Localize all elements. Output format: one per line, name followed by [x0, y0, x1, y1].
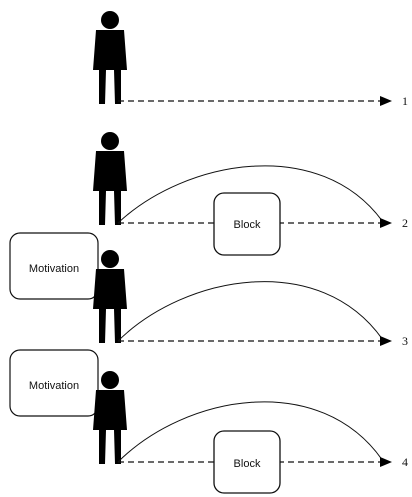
- person-icon: [93, 132, 127, 225]
- row-number: 4: [402, 455, 408, 469]
- block-label: Block: [234, 219, 261, 231]
- arrowhead-icon: [380, 218, 392, 228]
- scenario-row-3: Motivation 3: [9, 232, 408, 348]
- curved-path-line: [117, 281, 384, 342]
- scenario-row-1: 1: [93, 11, 408, 108]
- scenario-row-4: Motivation Block 4: [9, 349, 408, 494]
- scenario-row-2: Block 2: [93, 132, 408, 256]
- arrowhead-icon: [380, 336, 392, 346]
- motivation-box: [9, 232, 99, 300]
- person-icon: [93, 11, 127, 104]
- block-label: Block: [234, 458, 261, 470]
- row-number: 2: [402, 216, 408, 230]
- curved-path-line: [117, 401, 384, 463]
- motivation-box: [9, 349, 99, 417]
- row-number: 3: [402, 334, 408, 348]
- row-number: 1: [402, 94, 408, 108]
- motivation-label: Motivation: [29, 380, 79, 392]
- block-box: [213, 430, 281, 494]
- motivation-label: Motivation: [29, 263, 79, 275]
- arrowhead-icon: [380, 457, 392, 467]
- arrowhead-icon: [380, 96, 392, 106]
- block-box: [213, 192, 281, 256]
- curved-path-line: [117, 165, 384, 224]
